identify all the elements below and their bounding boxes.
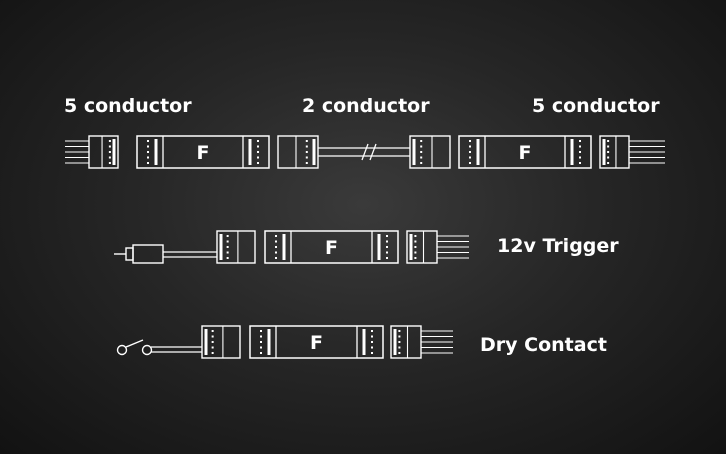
switch-icon [116,339,202,356]
module-letter: F [310,332,323,354]
label-5-conductor-left: 5 conductor [64,95,192,117]
module-icon: F [136,135,270,169]
module-letter: F [325,237,338,259]
connector-icon [390,325,453,359]
connector-icon [599,135,665,169]
connector-icon [201,325,241,359]
label-2-conductor: 2 conductor [302,95,430,117]
connector-icon [65,135,119,169]
module-icon: F [264,230,399,264]
connector-icon [216,230,256,264]
module-icon: F [249,325,384,359]
label-12v-trigger: 12v Trigger [497,235,619,257]
label-dry-contact: Dry Contact [480,334,607,356]
connector-icon [406,230,469,264]
module-letter: F [197,142,210,164]
label-5-conductor-right: 5 conductor [532,95,660,117]
connector-icon [409,135,451,169]
connector-icon [277,135,319,169]
module-icon: F [458,135,592,169]
module-letter: F [519,142,532,164]
dc-plug-icon [114,244,217,264]
